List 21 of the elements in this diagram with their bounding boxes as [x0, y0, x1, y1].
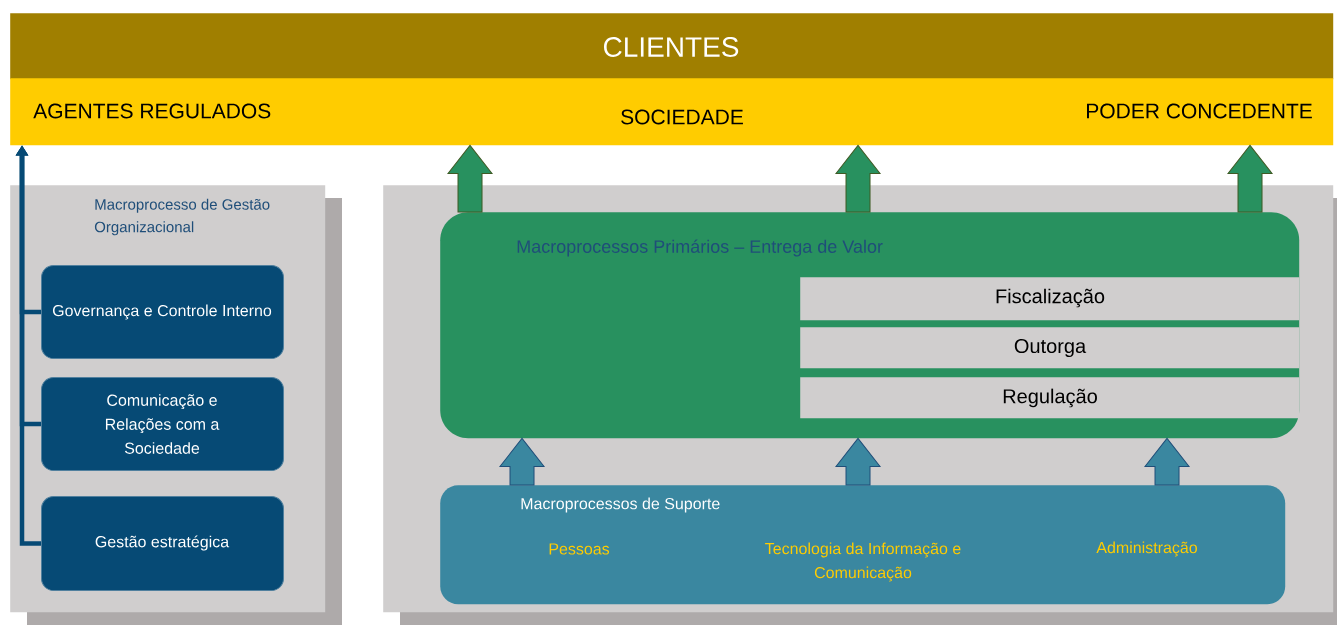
band-label: CLIENTES	[604, 37, 739, 57]
box-text: Regulação	[1003, 388, 1097, 408]
block-arrow	[835, 144, 881, 213]
process-label: Administração	[1096, 541, 1197, 557]
row-bar	[800, 377, 1300, 419]
box-text: Outorga	[1014, 338, 1087, 358]
block-arrow	[1144, 437, 1190, 486]
block-arrow	[499, 437, 545, 486]
process-label: Pessoas	[549, 543, 610, 555]
block-arrow	[835, 437, 881, 486]
box-text: Fiscalização	[996, 288, 1105, 308]
block-arrow	[447, 144, 493, 213]
band-label: PODER CONCEDENTE	[1087, 103, 1312, 119]
process-label: Tecnologia da Informação e Comunicação	[765, 542, 961, 582]
box-title: Macroprocessos Primários – Entrega de Valor	[517, 239, 883, 257]
block-arrow	[1227, 144, 1273, 213]
box-title: Macroprocessos de Suporte	[521, 497, 720, 513]
row-bar	[800, 327, 1300, 369]
band-label: AGENTES REGULADOS	[33, 103, 271, 119]
band-label: SOCIEDADE	[621, 109, 743, 125]
row-bar	[800, 277, 1300, 321]
